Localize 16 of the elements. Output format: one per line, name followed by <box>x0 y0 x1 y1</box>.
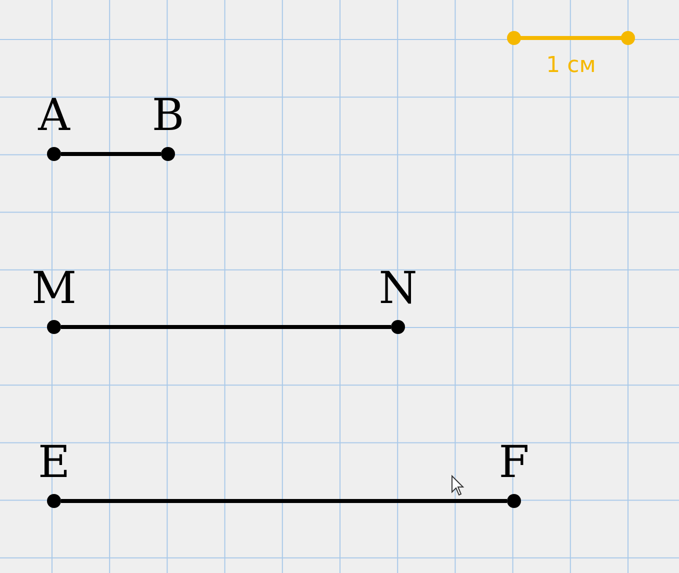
point-dot <box>47 494 61 508</box>
point-dot <box>161 147 175 161</box>
point-label: N <box>378 267 418 311</box>
point-label: B <box>152 94 184 138</box>
point-dot <box>47 320 61 334</box>
point-label: A <box>38 94 70 138</box>
point-dot <box>391 320 405 334</box>
point-dot <box>507 494 521 508</box>
scale-label: 1 см <box>546 55 596 77</box>
line-segment <box>61 152 161 156</box>
line-segment <box>61 499 507 503</box>
point-dot <box>47 147 61 161</box>
point-label: F <box>498 441 530 485</box>
point-label: E <box>38 441 70 485</box>
point-label: M <box>31 267 77 311</box>
line-segment <box>61 325 391 329</box>
